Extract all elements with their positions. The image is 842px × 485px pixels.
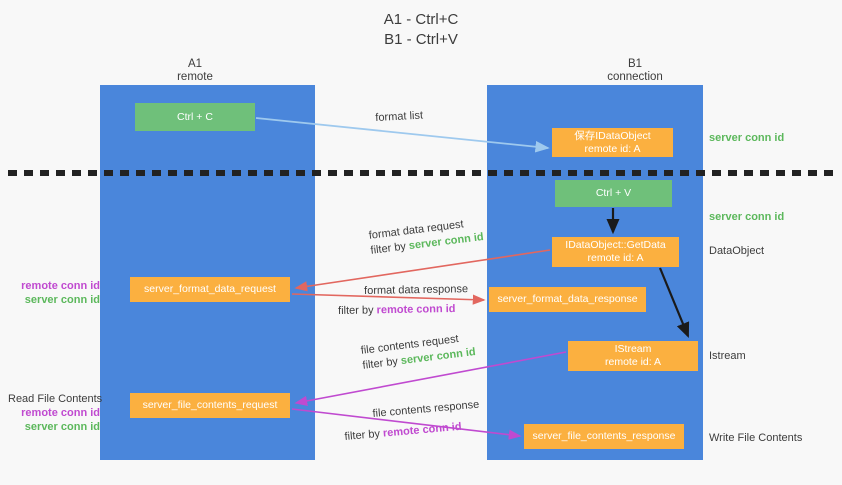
note-server-conn-id-1: server conn id	[709, 132, 785, 144]
node-istream[interactable]: IStream remote id: A	[568, 341, 698, 371]
title-line-2: B1 - Ctrl+V	[384, 31, 458, 48]
note-group-format-ids: remote conn id server conn id	[8, 279, 100, 307]
column-a1-sub: remote	[177, 71, 213, 83]
phase-divider	[8, 170, 834, 176]
filter-prefix: filter by	[344, 427, 384, 443]
node-save-idataobject-line1: 保存IDataObject	[574, 129, 651, 142]
node-server-format-data-request[interactable]: server_format_data_request	[130, 277, 290, 302]
node-server-format-data-response-label: server_format_data_response	[497, 293, 638, 305]
note-istream: Istream	[709, 350, 746, 362]
edge-label-file-contents-request: file contents request filter by server c…	[360, 330, 477, 374]
node-ctrl-v[interactable]: Ctrl + V	[555, 180, 672, 207]
node-server-file-contents-request[interactable]: server_file_contents_request	[130, 393, 290, 418]
node-istream-line2: remote id: A	[604, 356, 662, 368]
note-server-conn-id-3: server conn id	[24, 294, 100, 306]
filter-prefix: filter by	[361, 355, 402, 372]
column-a1-name: A1	[187, 58, 203, 70]
node-server-file-contents-request-label: server_file_contents_request	[142, 399, 278, 411]
column-header-b1: B1 connection	[555, 58, 715, 84]
note-remote-conn-id-1: remote conn id	[21, 280, 100, 292]
diagram-title: A1 - Ctrl+C B1 - Ctrl+V	[0, 10, 842, 50]
filter-value-remote-conn-id: remote conn id	[382, 420, 463, 440]
filter-value-remote-conn-id: remote conn id	[376, 302, 456, 317]
note-dataobject: DataObject	[709, 245, 765, 257]
node-istream-line1: IStream	[614, 343, 652, 355]
node-server-format-data-request-label: server_format_data_request	[144, 283, 276, 295]
node-getdata-line2: remote id: A	[587, 252, 644, 264]
note-group-file-ids: Read File Contents remote conn id server…	[8, 392, 103, 434]
column-b1-name: B1	[627, 58, 643, 70]
note-server-conn-id-4: server conn id	[24, 421, 100, 433]
note-remote-conn-id-2: remote conn id	[21, 407, 100, 419]
node-ctrl-c[interactable]: Ctrl + C	[135, 103, 255, 131]
column-header-a1: A1 remote	[115, 58, 275, 84]
edge-label-file-contents-response-filter: filter by remote conn id	[344, 420, 462, 445]
node-server-file-contents-response[interactable]: server_file_contents_response	[524, 424, 684, 449]
note-read-file-contents: Read File Contents	[8, 393, 103, 405]
note-server-conn-id-2: server conn id	[709, 211, 785, 223]
filter-prefix: filter by	[369, 240, 410, 257]
filter-prefix: filter by	[338, 304, 377, 317]
edge-label-format-data-response-text: format data response	[364, 283, 469, 297]
edge-label-file-contents-response: file contents response	[372, 398, 480, 422]
edge-label-format-data-response-filter: filter by remote conn id	[338, 302, 456, 319]
node-save-idataobject-line2: remote id: A	[584, 142, 641, 155]
node-getdata-line1: IDataObject::GetData	[565, 239, 666, 251]
node-ctrl-c-label: Ctrl + C	[177, 110, 213, 123]
title-line-1: A1 - Ctrl+C	[383, 11, 459, 28]
column-b1-sub: connection	[607, 71, 663, 83]
edge-label-format-list: format list	[375, 109, 423, 126]
note-write-file-contents: Write File Contents	[709, 432, 803, 444]
edge-label-format-data-response: format data response	[364, 282, 468, 299]
node-ctrl-v-label: Ctrl + V	[595, 187, 632, 199]
edge-label-format-list-text: format list	[375, 109, 424, 124]
node-idataobject-getdata[interactable]: IDataObject::GetData remote id: A	[552, 237, 679, 267]
edge-label-format-data-request: format data request filter by server con…	[368, 215, 485, 259]
edge-label-file-contents-response-text: file contents response	[372, 398, 480, 420]
node-server-format-data-response[interactable]: server_format_data_response	[489, 287, 646, 312]
node-save-idataobject[interactable]: 保存IDataObject remote id: A	[552, 128, 673, 157]
node-server-file-contents-response-label: server_file_contents_response	[532, 430, 676, 442]
